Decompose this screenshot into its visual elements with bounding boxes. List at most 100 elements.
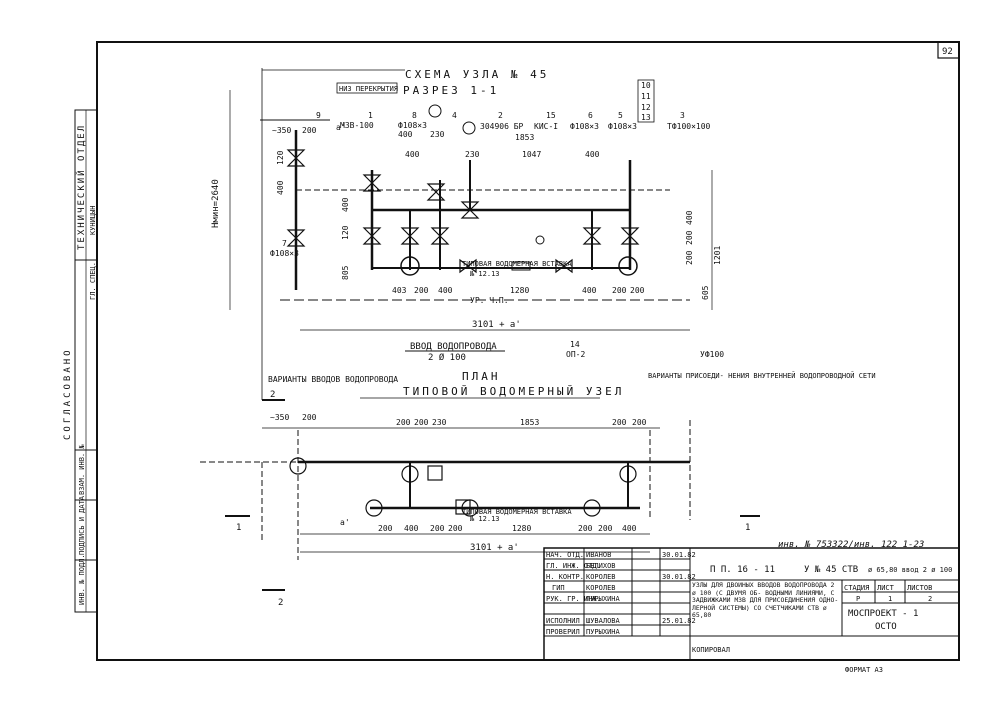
typical-insert-label: ТИПОВАЯ ВОДОМЕРНАЯ ВСТАВКА (462, 260, 572, 268)
section-spec-labels: М3В-100 Ф108×3 400 230 304906 БР КИС-I Ф… (270, 121, 724, 359)
spec-label: Ф108×3 (608, 122, 637, 131)
dim-label: 200 (632, 418, 647, 427)
spec-label: 304906 БР (480, 122, 524, 131)
item-number: 11 (641, 92, 651, 101)
dim-label: 400 (405, 150, 420, 159)
format-label: ФОРМАТ А3 (845, 666, 883, 674)
dim-label: 120 (341, 225, 350, 240)
water-inlet-label: ВВОД ВОДОПРОВОДА (410, 342, 497, 352)
dim-label: 605 (701, 285, 710, 300)
sheet-header: ЛИСТ (877, 584, 895, 592)
spec-label: Ф108×3 (270, 249, 299, 258)
inv-no-sub-label: ИНВ. № ПОДЛ. (78, 554, 86, 605)
dim-label: 200 (630, 286, 645, 295)
typical-insert-ref: № 12.13 (469, 515, 500, 523)
spec-label: 1853 (515, 133, 534, 142)
stage-value: Р (856, 595, 860, 603)
tech-dept-label: ТЕХНИЧЕСКИЙ ОТДЕЛ (75, 124, 87, 250)
sign-role: РУК. ГР. ИНЖ. (546, 595, 601, 603)
item-number: 5 (618, 111, 623, 120)
scheme-title: СХЕМА УЗЛА № 45 (405, 68, 549, 81)
sign-name: КОРОЛЕВ (586, 573, 616, 581)
unit-code-suffix: ø 65,80 ввод 2 ø 100 (868, 566, 952, 574)
stage-header: СТАДИЯ (844, 584, 869, 592)
item-number: 8 (412, 111, 417, 120)
dim-label: 200 (396, 418, 411, 427)
dim-label: 400 (404, 524, 419, 533)
dim-label: 200 (685, 250, 694, 265)
typical-insert-label: ТИПОВАЯ ВОДОМЕРНАЯ ВСТАВКА (462, 508, 572, 516)
item-number: 14 (570, 340, 580, 349)
dim-label: 200 (378, 524, 393, 533)
section-piping (260, 104, 690, 331)
sign-date: 30.01.82 (662, 551, 696, 559)
item-number: 15 (546, 111, 556, 120)
dim-label: 230 (432, 418, 447, 427)
typical-meter-unit-label: ТИПОВОЙ ВОДОМЕРНЫЙ УЗЕЛ (403, 385, 624, 398)
sheets-header: ЛИСТОВ (907, 584, 932, 592)
org-name: МОСПРОЕКТ - 1 (848, 609, 918, 619)
sign-name: ПУРЫХИНА (586, 595, 621, 603)
item-number: 1 (368, 111, 373, 120)
plan-title: ПЛАН (462, 370, 501, 383)
dim-label: 805 (341, 265, 350, 280)
dim-label: 200 (430, 524, 445, 533)
section-bottom-dims: 403 200 400 1280 400 200 200 3101 + a' У… (392, 260, 645, 363)
dim-label: 1853 (520, 418, 539, 427)
sign-name: ПУРЫХИНА (586, 628, 621, 636)
spec-label: М3В-100 (340, 121, 374, 130)
agreed-label: СОГЛАСОВАНО (63, 347, 73, 440)
plan-piping: ТИПОВАЯ ВОДОМЕРНАЯ ВСТАВКА № 12.13 (200, 420, 691, 560)
section-title: РАЗРЕЗ 1-1 (403, 84, 499, 97)
sign-role: Н. КОНТР. (546, 573, 584, 581)
spec-label: 400 (398, 130, 413, 139)
section-mark: 2 (278, 598, 283, 608)
handwritten-inventory: инв. № 753322/инв. 122 1-23 (778, 540, 924, 550)
height-label: Hмин=2640 (211, 179, 221, 228)
water-inlet-size: 2 Ø 100 (428, 352, 466, 363)
dim-label: 400 (438, 286, 453, 295)
dim-label: 400 (622, 524, 637, 533)
floor-bottom-label: НИЗ ПЕРЕКРЫТИЯ (339, 85, 398, 93)
spec-label: Ф108×3 (398, 121, 427, 130)
chief-spec-label: ГЛ. СПЕЦ. (89, 262, 97, 300)
spec-label: УФ100 (700, 350, 724, 359)
sign-name: ШУВАЛОВА (586, 617, 621, 625)
dim-label: ~350 (272, 126, 291, 135)
dim-label: 200 (598, 524, 613, 533)
dim-label: 120 (276, 150, 285, 165)
section-mark: 1 (236, 523, 241, 533)
item-number: 3 (680, 111, 685, 120)
dim-label: 400 (341, 197, 350, 212)
item-number: 4 (452, 111, 457, 120)
dim-label: 200 (302, 126, 317, 135)
sign-role: ГЛ. ИНЖ. ОТД. (546, 562, 601, 570)
dim-label: 400 (582, 286, 597, 295)
dim-label: 200 (685, 230, 694, 245)
sign-date: 30.01.82 (662, 573, 696, 581)
dim-label: 200 (578, 524, 593, 533)
dim-label: 400 (585, 150, 600, 159)
dim-label: 1047 (522, 150, 541, 159)
item-number: 13 (641, 113, 651, 122)
sign-date-label: ПОДПИСЬ И ДАТА (78, 495, 86, 555)
inlet-variants-label: ВАРИАНТЫ ВВОДОВ ВОДОПРОВОДА (268, 375, 398, 384)
project-code: П П. 16 - 11 (710, 565, 775, 575)
item-number: 6 (588, 111, 593, 120)
floor-mark: УР. Ч.П. (470, 296, 509, 305)
section-mark: 2 (270, 390, 275, 400)
item-number: 2 (498, 111, 503, 120)
dim-label: 200 (448, 524, 463, 533)
spec-label: ОП-2 (566, 350, 585, 359)
sign-name: БЕЛИХОВ (586, 562, 616, 570)
sign-date: 25.01.82 (662, 617, 696, 625)
dim-label: 400 (276, 180, 285, 195)
connection-variants-label: ВАРИАНТЫ ПРИСОЕДИ- НЕНИЯ ВНУТРЕННЕЙ ВОДО… (648, 371, 876, 380)
copied-label: КОПИРОВАЛ (692, 646, 730, 654)
sheet-value: 1 (888, 595, 892, 603)
title-block: НАЧ. ОТД. ИВАНОВ 30.01.82 ГЛ. ИНЖ. ОТД. … (543, 540, 960, 674)
sign-name: КОРОЛЕВ (586, 584, 616, 592)
dim-label: 200 (612, 418, 627, 427)
spec-label: ТФ100×100 (667, 122, 711, 131)
